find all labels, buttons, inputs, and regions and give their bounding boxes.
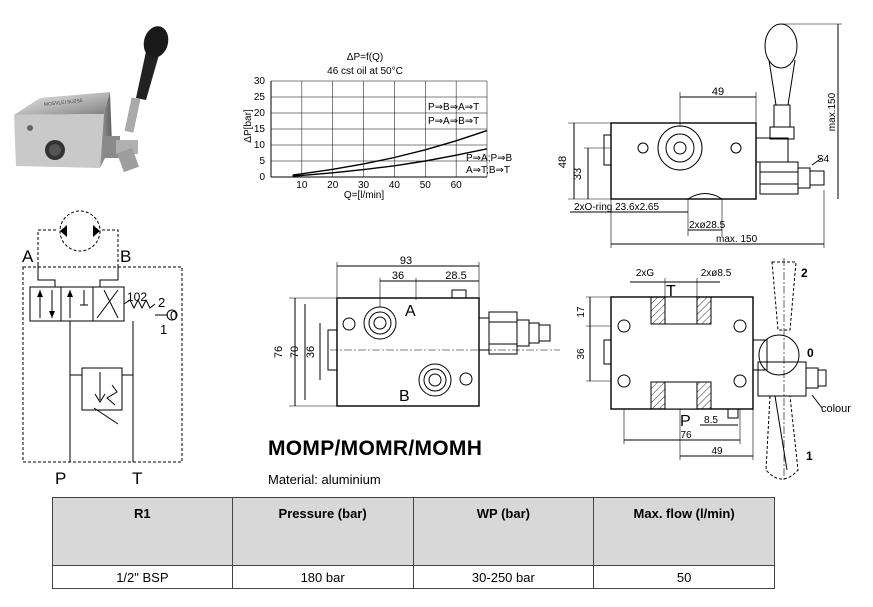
product-photo: MOSVLEI 5U2S5 (14, 26, 169, 173)
chart-ytick-label: 25 (254, 92, 266, 103)
chart-xtick-label: 40 (389, 180, 401, 191)
side-dim-49: 49 (711, 446, 723, 457)
chart-xtick-label: 10 (296, 180, 308, 191)
chart-xtick-label: 50 (420, 180, 432, 191)
table-row: 1/2" BSP 180 bar 30-250 bar 50 (52, 565, 775, 589)
schematic-port-t: T (132, 469, 142, 488)
top-bore-note: 2xø28.5 (689, 220, 726, 231)
schematic-pos-1: 1 (160, 322, 167, 337)
chart-xtick-label: 30 (358, 180, 370, 191)
front-dim-93: 93 (400, 255, 412, 267)
side-pos-1: 1 (806, 449, 813, 463)
cell-pressure: 180 bar (231, 565, 414, 589)
front-dim-36: 36 (392, 270, 404, 282)
schematic-port-a: A (22, 247, 34, 266)
chart-ytick-label: 15 (254, 124, 266, 135)
schematic-port-p: P (55, 469, 66, 488)
cell-r1: 1/2" BSP (52, 565, 233, 589)
schematic-positions: 102 (127, 290, 147, 304)
front-port-b: B (399, 388, 410, 405)
legend-at-bt: A⇒T;B⇒T (466, 165, 510, 176)
chart-xtick-label: 60 (451, 180, 463, 191)
front-port-a: A (405, 303, 416, 320)
side-dim-36: 36 (576, 348, 587, 360)
header-max-flow: Max. flow (l/min) (593, 497, 775, 566)
side-pos-0: 0 (807, 346, 814, 360)
header-wp: WP (bar) (412, 497, 595, 566)
side-holes-note: 2xø8.5 (701, 268, 732, 279)
side-dim-17: 17 (576, 306, 587, 318)
top-dim-49: 49 (712, 86, 724, 98)
front-dim-76: 76 (273, 346, 285, 358)
front-dim-70: 70 (289, 346, 301, 358)
header-pressure: Pressure (bar) (231, 497, 414, 566)
top-dim-48: 48 (557, 156, 569, 168)
chart-ylabel: ΔP[bar] (243, 109, 254, 143)
photo-engraving: MOSVLEI 5U2S5 (44, 98, 84, 108)
side-pos-2: 2 (801, 266, 808, 280)
chart-ytick-label: 30 (254, 76, 266, 87)
chart-xtick-label: 20 (327, 180, 339, 191)
chart-ytick-label: 10 (254, 140, 266, 151)
legend-pa-pb: P⇒A;P⇒B (466, 153, 513, 164)
schematic-port-b: B (120, 247, 131, 266)
chart-subtitle: 46 cst oil at 50°C (327, 66, 403, 77)
side-colour-note: colour (821, 403, 851, 415)
cell-wp: 30-250 bar (412, 565, 595, 589)
top-dim-33: 33 (572, 168, 584, 180)
chart-ytick-label: 20 (254, 108, 266, 119)
top-dim-s4: S4 (817, 154, 830, 165)
legend-pbat: P⇒B⇒A⇒T (428, 102, 479, 113)
side-dim-8-5: 8.5 (704, 415, 718, 426)
legend-pabt: P⇒A⇒B⇒T (428, 116, 479, 127)
top-dim-max150-vertical: max.150 (827, 92, 838, 131)
chart-ytick-label: 0 (259, 172, 265, 183)
side-port-t: T (666, 283, 676, 300)
side-port-p: P (680, 413, 691, 430)
front-dim-36v: 36 (305, 346, 317, 358)
cell-max-flow: 50 (593, 565, 775, 589)
front-dim-28-5: 28.5 (445, 270, 466, 282)
chart-series-line-2 (292, 148, 488, 177)
product-title: MOMP/MOMR/MOMH (268, 437, 483, 460)
spec-table-header-row: R1 Pressure (bar) WP (bar) Max. flow (l/… (52, 497, 775, 566)
header-r1: R1 (52, 497, 233, 566)
chart-xlabel: Q=[l/min] (344, 190, 385, 201)
schematic-pos-2: 2 (158, 295, 165, 310)
chart-series-line-1 (292, 129, 488, 176)
material-label: Material: aluminium (268, 472, 381, 487)
chart-ytick-label: 5 (259, 156, 265, 167)
side-thread-note: 2xG (636, 268, 655, 279)
schematic-pos-0: 0 (170, 308, 177, 323)
spec-table: R1 Pressure (bar) WP (bar) Max. flow (l/… (52, 497, 775, 589)
top-oring-note: 2xO-ring 23.6x2.65 (574, 202, 659, 213)
side-dim-76: 76 (680, 430, 692, 441)
chart-title: ΔP=f(Q) (347, 52, 383, 63)
top-dim-max150-horizontal: max. 150 (716, 234, 758, 245)
